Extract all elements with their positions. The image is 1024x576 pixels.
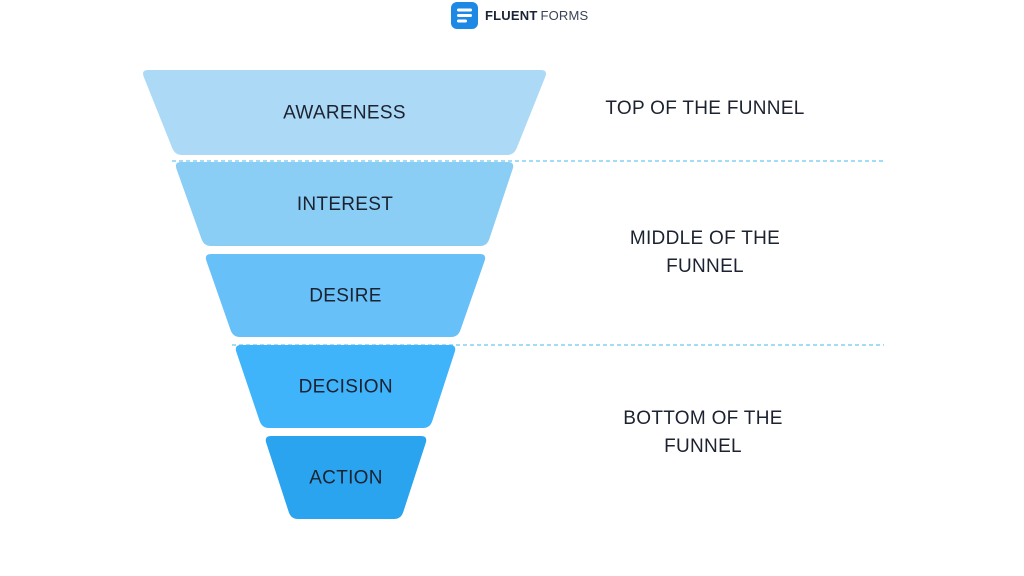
- funnel-stage-label-action: ACTION: [309, 468, 383, 489]
- section-label-middle: MIDDLE OF THE FUNNEL: [629, 228, 781, 277]
- funnel-stage-interest: INTEREST: [175, 162, 514, 246]
- fluent-forms-logo-icon: [451, 1, 478, 29]
- funnel-stage-shape-desire: [205, 254, 486, 337]
- funnel-stage-desire: DESIRE: [205, 254, 486, 337]
- brand-name-bold: FLUENT: [485, 7, 538, 23]
- funnel-stage-shape-awareness: [143, 70, 546, 155]
- funnel-stage-action: ACTION: [265, 436, 427, 519]
- funnel-stage-shape-interest: [175, 162, 514, 246]
- funnel-stage-shape-decision: [235, 345, 456, 428]
- brand-name-light: FORMS: [540, 7, 589, 23]
- funnel-stage-decision: DECISION: [235, 345, 456, 428]
- funnel-stage-awareness: AWARENESS: [143, 70, 546, 155]
- section-label-top: TOP OF THE FUNNEL: [605, 98, 805, 119]
- funnel-stage-label-desire: DESIRE: [309, 286, 382, 307]
- section-label-bottom: BOTTOM OF THE FUNNEL: [623, 408, 783, 457]
- funnel-stage-label-interest: INTEREST: [297, 194, 393, 215]
- funnel-stage-shape-action: [265, 436, 427, 519]
- funnel-stage-label-awareness: AWARENESS: [283, 103, 406, 124]
- funnel-stage-label-decision: DECISION: [299, 377, 393, 398]
